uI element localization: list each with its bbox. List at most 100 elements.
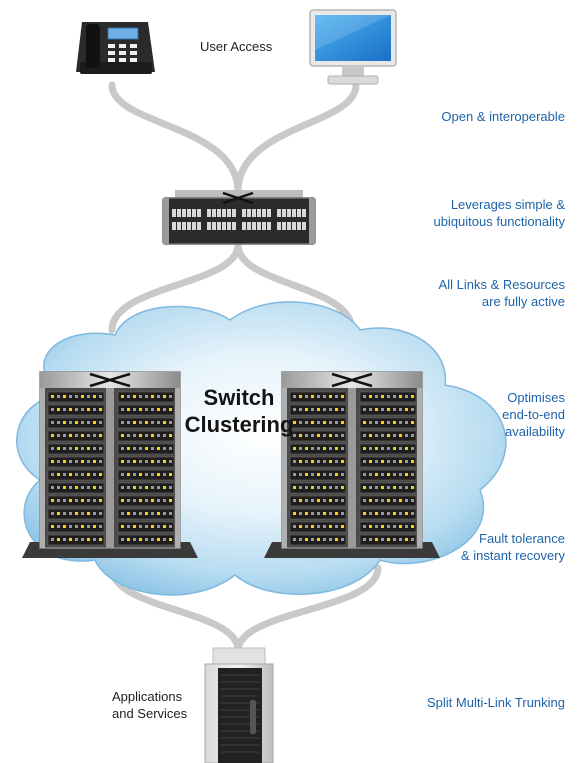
- switch-port: [187, 222, 191, 230]
- port-led: [133, 408, 136, 411]
- port-led: [393, 512, 396, 515]
- port-led: [317, 525, 320, 528]
- port-led: [317, 538, 320, 541]
- port-led: [63, 538, 66, 541]
- port-led: [305, 395, 308, 398]
- port-led: [63, 512, 66, 515]
- port-led: [363, 525, 366, 528]
- switch-port: [197, 222, 201, 230]
- port-led: [163, 473, 166, 476]
- port-led: [99, 434, 102, 437]
- port-led: [151, 408, 154, 411]
- port-led: [399, 434, 402, 437]
- switch-port: [277, 222, 281, 230]
- port-led: [133, 460, 136, 463]
- port-led: [335, 473, 338, 476]
- port-led: [299, 525, 302, 528]
- switch-port: [282, 209, 286, 217]
- port-led: [139, 447, 142, 450]
- port-led: [323, 447, 326, 450]
- port-led: [87, 460, 90, 463]
- port-led: [411, 460, 414, 463]
- port-led: [145, 421, 148, 424]
- port-led: [75, 447, 78, 450]
- port-led: [63, 525, 66, 528]
- port-led: [405, 434, 408, 437]
- port-led: [63, 408, 66, 411]
- port-led: [305, 447, 308, 450]
- port-led: [293, 538, 296, 541]
- port-led: [133, 473, 136, 476]
- port-led: [127, 473, 130, 476]
- port-led: [75, 538, 78, 541]
- switch-port: [232, 222, 236, 230]
- port-led: [157, 486, 160, 489]
- port-led: [387, 421, 390, 424]
- port-led: [127, 512, 130, 515]
- port-led: [157, 460, 160, 463]
- port-led: [87, 447, 90, 450]
- switch-clustering-line-2: Clustering: [184, 412, 294, 437]
- port-led: [139, 512, 142, 515]
- switch-port: [187, 209, 191, 217]
- port-led: [69, 538, 72, 541]
- port-led: [145, 525, 148, 528]
- switch-port: [182, 222, 186, 230]
- port-led: [381, 525, 384, 528]
- port-led: [341, 512, 344, 515]
- port-led: [139, 460, 142, 463]
- port-led: [329, 447, 332, 450]
- switch-port: [242, 209, 246, 217]
- port-led: [151, 512, 154, 515]
- port-led: [317, 473, 320, 476]
- port-led: [399, 538, 402, 541]
- switch-port: [257, 222, 261, 230]
- port-led: [293, 447, 296, 450]
- port-led: [169, 460, 172, 463]
- switch-port: [257, 209, 261, 217]
- port-led: [151, 421, 154, 424]
- port-led: [145, 486, 148, 489]
- port-led: [411, 499, 414, 502]
- benefit-open-interoperable: Open & interoperable: [441, 108, 565, 125]
- port-led: [375, 447, 378, 450]
- port-led: [375, 460, 378, 463]
- benefit-smlt: Split Multi-Link Trunking: [427, 694, 565, 711]
- cable-switch-to-right-chassis: [234, 241, 356, 334]
- port-led: [305, 408, 308, 411]
- port-led: [127, 460, 130, 463]
- port-led: [387, 460, 390, 463]
- benefit-line: & instant recovery: [460, 548, 565, 563]
- port-led: [81, 538, 84, 541]
- port-led: [375, 408, 378, 411]
- port-led: [305, 421, 308, 424]
- port-led: [121, 421, 124, 424]
- switch-port: [227, 222, 231, 230]
- port-led: [293, 512, 296, 515]
- port-led: [139, 486, 142, 489]
- port-led: [293, 408, 296, 411]
- port-led: [375, 538, 378, 541]
- port-led: [51, 408, 54, 411]
- port-led: [387, 447, 390, 450]
- port-led: [127, 447, 130, 450]
- port-led: [305, 499, 308, 502]
- port-led: [81, 499, 84, 502]
- port-led: [311, 421, 314, 424]
- switch-icon: [162, 190, 316, 245]
- port-led: [387, 512, 390, 515]
- port-led: [81, 512, 84, 515]
- switch-port: [182, 209, 186, 217]
- port-led: [293, 486, 296, 489]
- port-led: [341, 486, 344, 489]
- port-led: [305, 486, 308, 489]
- port-led: [329, 512, 332, 515]
- port-led: [75, 499, 78, 502]
- port-led: [317, 512, 320, 515]
- port-led: [157, 395, 160, 398]
- port-led: [99, 447, 102, 450]
- port-led: [139, 538, 142, 541]
- port-led: [169, 525, 172, 528]
- switch-port: [292, 209, 296, 217]
- port-led: [163, 421, 166, 424]
